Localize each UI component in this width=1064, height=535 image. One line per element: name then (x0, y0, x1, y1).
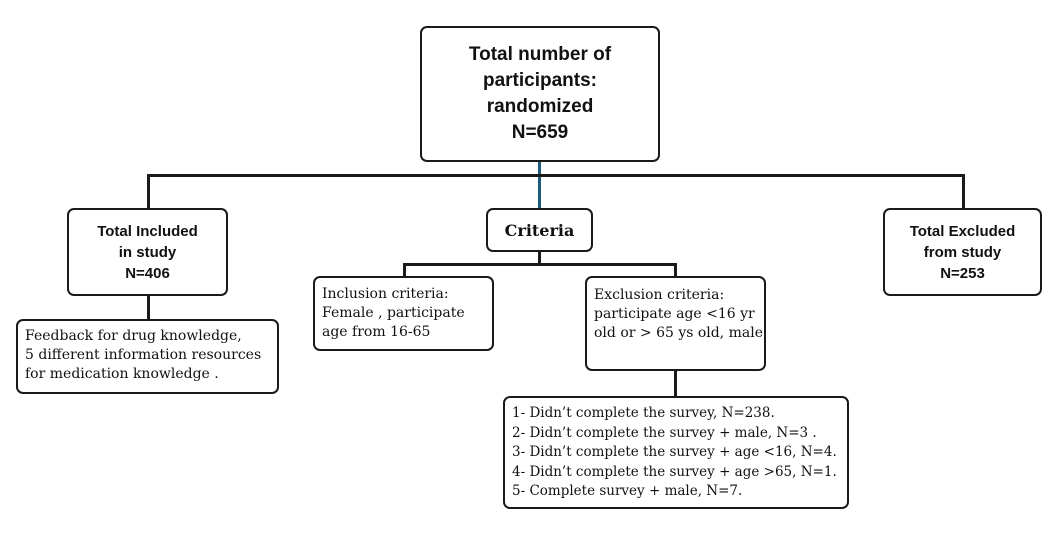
exclusion-line-1: Exclusion criteria: (594, 287, 725, 303)
inclusion-line-1: Inclusion criteria: (322, 286, 449, 302)
excluded-box: Total Excluded from study N=253 (883, 208, 1042, 296)
included-line-3: N=406 (125, 264, 170, 282)
connector-criteria-horizontal (403, 263, 676, 266)
connector-included-to-feedback (147, 295, 150, 320)
total-line-4: N=659 (511, 122, 569, 143)
included-line-2: in study (118, 243, 177, 261)
excluded-line-2: from study (923, 243, 1002, 261)
connector-top-vertical (538, 162, 541, 209)
breakdown-line-5: 5- Complete survey + male, N=7. (512, 483, 743, 499)
breakdown-line-3: 3- Didn’t complete the survey + age <16,… (512, 444, 837, 460)
connector-left-drop (147, 174, 150, 209)
excluded-line-1: Total Excluded (909, 222, 1016, 240)
feedback-line-3: for medication knowledge . (25, 366, 219, 382)
connector-exclusion-to-breakdown (674, 370, 677, 397)
exclusion-line-3: old or > 65 ys old, male (594, 325, 764, 341)
total-line-1: Total number of (468, 44, 612, 65)
excluded-line-3: N=253 (940, 264, 985, 282)
inclusion-line-3: age from 16-65 (322, 324, 431, 340)
connector-right-drop (962, 174, 965, 209)
included-line-1: Total Included (97, 222, 198, 240)
included-box: Total Included in study N=406 (67, 208, 228, 296)
inclusion-criteria-box: Inclusion criteria: Female , participate… (313, 276, 494, 351)
total-line-2: participants: (482, 70, 598, 91)
total-participants-box: Total number of participants: randomized… (420, 26, 660, 162)
feedback-box: Feedback for drug knowledge, 5 different… (16, 319, 279, 394)
breakdown-line-1: 1- Didn’t complete the survey, N=238. (512, 405, 775, 421)
total-line-3: randomized (486, 96, 594, 117)
breakdown-line-2: 2- Didn’t complete the survey + male, N=… (512, 424, 817, 441)
connector-top-horizontal (147, 174, 964, 177)
exclusion-line-2: participate age <16 yr (594, 306, 755, 322)
connector-inclusion-drop (403, 263, 406, 277)
breakdown-line-4: 4- Didn’t complete the survey + age >65,… (512, 463, 837, 480)
connector-exclusion-drop (674, 263, 677, 277)
exclusion-criteria-box: Exclusion criteria: participate age <16 … (585, 276, 766, 371)
exclusion-breakdown-box: 1- Didn’t complete the survey, N=238. 2-… (503, 396, 849, 509)
criteria-label: Criteria (504, 220, 575, 240)
feedback-line-2: 5 different information resources (25, 347, 262, 363)
connector-criteria-down (538, 251, 541, 265)
feedback-line-1: Feedback for drug knowledge, (25, 328, 242, 344)
criteria-box: Criteria (486, 208, 593, 252)
inclusion-line-2: Female , participate (322, 305, 465, 321)
